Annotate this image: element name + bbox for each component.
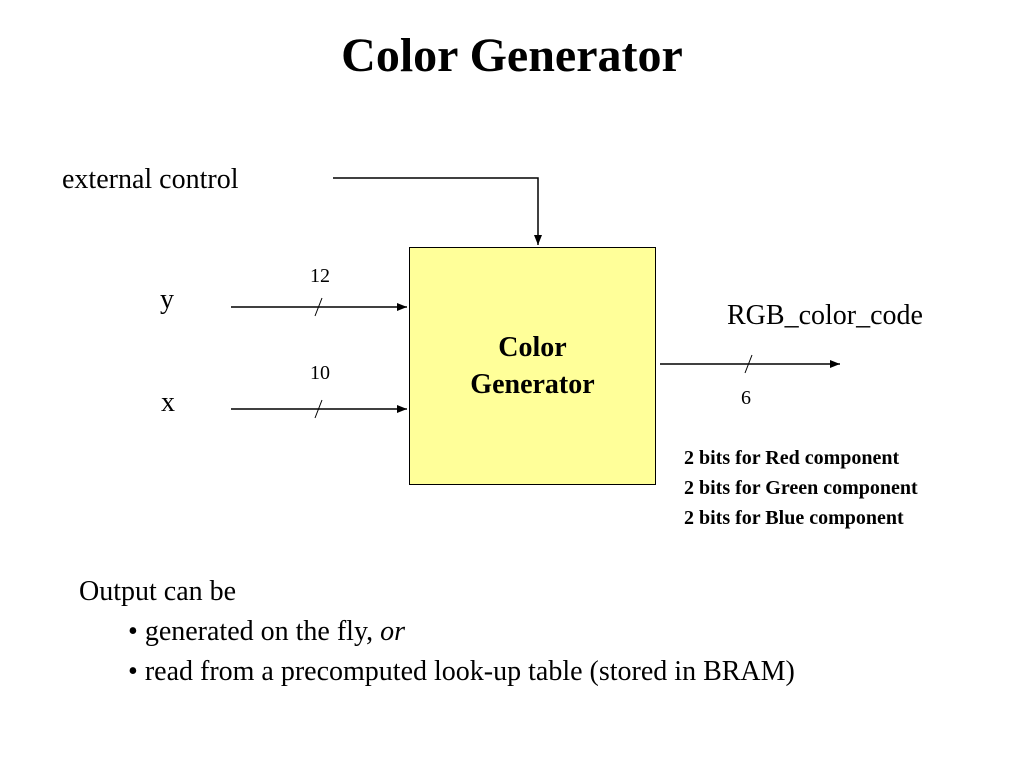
rgb-bus-width-slash: [744, 354, 753, 374]
bit-allocation-notes: 2 bits for Red component 2 bits for Gree…: [684, 443, 918, 533]
rgb-output-label: RGB_color_code: [727, 300, 923, 331]
slide-title: Color Generator: [341, 29, 683, 82]
bit-note-red: 2 bits for Red component: [684, 447, 900, 469]
y-input-label: y: [160, 284, 174, 315]
x-bus-width: 10: [310, 362, 330, 384]
y-bus-width-slash: [314, 297, 323, 317]
external-control-label: external control: [62, 164, 239, 195]
external-control-wire: [333, 177, 542, 245]
bullet-text: generated on the fly,: [144, 616, 381, 647]
block-label-line2: Generator: [470, 369, 595, 400]
block-label-line1: Color: [498, 332, 567, 363]
output-options: Output can be • generated on the fly, or…: [79, 572, 795, 692]
color-generator-block: Color Generator: [409, 247, 656, 485]
bit-note-green: 2 bits for Green component: [684, 477, 918, 499]
bullet-glyph: •: [128, 656, 145, 687]
bit-note-blue: 2 bits for Blue component: [684, 507, 904, 529]
bullet-emphasis: or: [380, 616, 406, 647]
bullet-item: • read from a precomputed look-up table …: [79, 652, 795, 692]
y-bus-width: 12: [310, 265, 330, 287]
bullet-text: read from a precomputed look-up table (s…: [144, 656, 795, 687]
rgb-bus-width: 6: [741, 387, 751, 409]
x-input-label: x: [161, 387, 175, 418]
bullet-item: • generated on the fly, or: [79, 612, 795, 652]
x-bus-width-slash: [314, 399, 323, 419]
output-intro: Output can be: [79, 576, 237, 607]
bullet-glyph: •: [128, 616, 145, 647]
